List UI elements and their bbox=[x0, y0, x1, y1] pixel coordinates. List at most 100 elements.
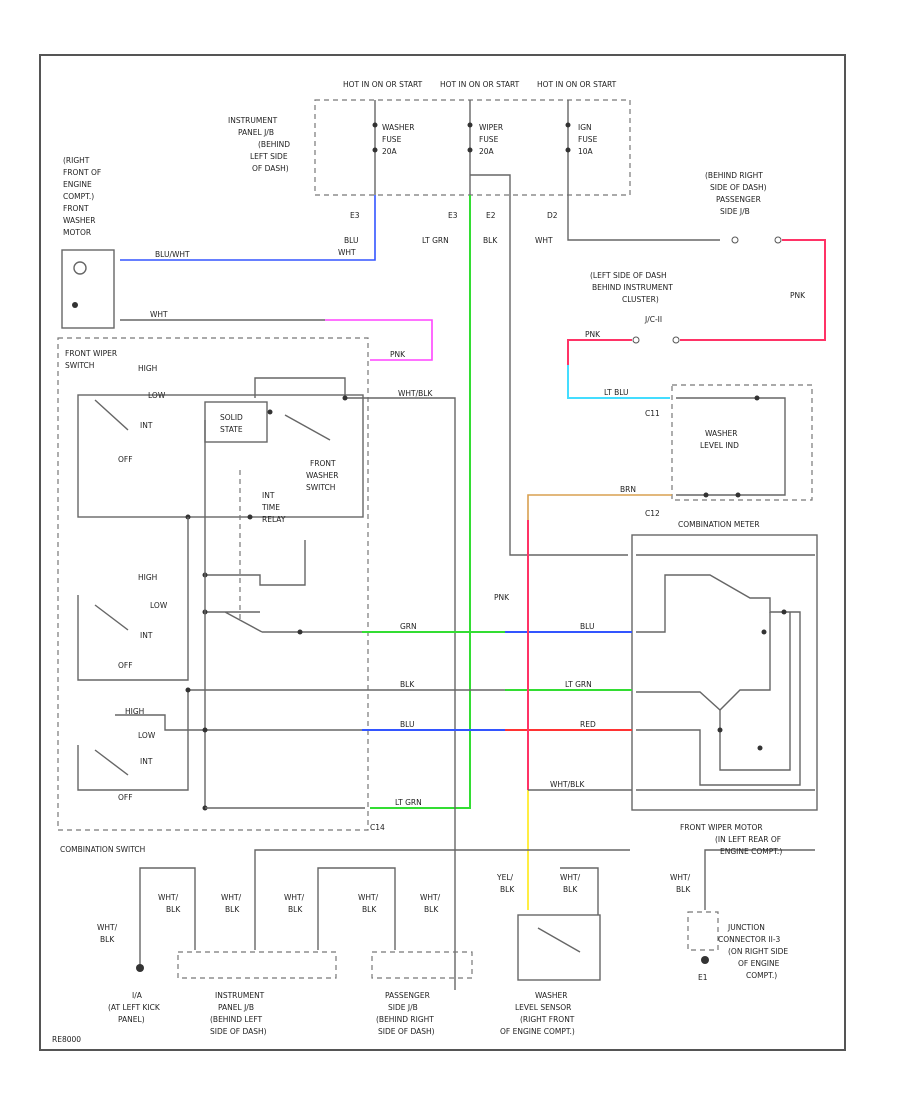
pnk-wire-3 bbox=[567, 339, 632, 365]
wls-label-3: (RIGHT FRONT bbox=[520, 1015, 575, 1024]
ip-jb-box bbox=[314, 99, 631, 196]
ip-jb-bottom-label-3: (BEHIND LEFT bbox=[210, 1015, 263, 1024]
lsd-label: (LEFT SIDE OF DASH bbox=[590, 271, 667, 280]
ip-jb-label-5: OF DASH) bbox=[252, 164, 289, 173]
pnk-label-3: PNK bbox=[585, 330, 601, 339]
wiper-fuse-label: WIPER bbox=[479, 123, 503, 132]
pnk-label-1: PNK bbox=[390, 350, 406, 359]
wb-label-8: WHT/ bbox=[670, 873, 691, 882]
ps-jb-bottom-label-3: (BEHIND RIGHT bbox=[376, 1015, 434, 1024]
grn-label: GRN bbox=[400, 622, 417, 631]
junction-connector-box bbox=[687, 911, 719, 951]
blu-wht-label: BLU/WHT bbox=[155, 250, 190, 259]
jc-label-3: (ON RIGHT SIDE bbox=[728, 947, 788, 956]
low-2: LOW bbox=[150, 601, 168, 610]
wiper-fuse-rating: 20A bbox=[479, 147, 495, 156]
blu-wht-wire bbox=[120, 195, 376, 261]
ps-jb-label-3: PASSENGER bbox=[716, 195, 761, 204]
ps-jb-bottom-box bbox=[371, 951, 473, 979]
low-1: LOW bbox=[148, 391, 166, 400]
int-relay-contact bbox=[205, 611, 362, 633]
wb-label-5: WHT/ bbox=[358, 893, 379, 902]
wb-label-3: WHT/ bbox=[221, 893, 242, 902]
solid-state-box bbox=[204, 401, 268, 443]
lt-grn-wire bbox=[370, 195, 471, 809]
ground-wire-4 bbox=[560, 867, 599, 915]
wls-label-2: LEVEL SENSOR bbox=[515, 1003, 571, 1012]
wb-label-1: WHT/ bbox=[97, 923, 118, 932]
wht-blk-label: WHT/BLK bbox=[398, 389, 433, 398]
ps-jb-pin-1 bbox=[731, 236, 739, 244]
switch-arm-3 bbox=[94, 749, 129, 776]
int-time-label-2: TIME bbox=[261, 503, 280, 512]
jc-pin-2 bbox=[672, 336, 680, 344]
lsd-label-3: CLUSTER) bbox=[622, 295, 659, 304]
wli-label-2: LEVEL IND bbox=[700, 441, 739, 450]
wb-label-6: WHT/ bbox=[420, 893, 441, 902]
yel-label-b: BLK bbox=[500, 885, 515, 894]
ps-jb-label-4: SIDE J/B bbox=[720, 207, 750, 216]
wb-label-1b: BLK bbox=[100, 935, 115, 944]
pnk-wire-1 bbox=[325, 319, 433, 361]
sw3-wire bbox=[115, 714, 362, 731]
washer-fuse-rating: 20A bbox=[382, 147, 398, 156]
yel-label: YEL/ bbox=[496, 873, 513, 882]
lt-grn-label-3: LT GRN bbox=[395, 798, 422, 807]
ip-jb-bottom-label: INSTRUMENT bbox=[215, 991, 265, 1000]
ground-point-2 bbox=[701, 956, 709, 964]
pump-name-3: MOTOR bbox=[63, 228, 91, 237]
ss-node-1 bbox=[267, 409, 273, 415]
meter-circuit-3 bbox=[636, 612, 771, 711]
wiper-motor-label: FRONT WIPER MOTOR bbox=[680, 823, 763, 832]
washer-motor-box bbox=[61, 249, 115, 329]
ground-wire-3 bbox=[317, 867, 396, 950]
washer-level-ind-box bbox=[671, 384, 813, 501]
lsd-label-2: BEHIND INSTRUMENT bbox=[592, 283, 673, 292]
ground-i-a-3: PANEL) bbox=[118, 1015, 145, 1024]
hot-label-2: HOT IN ON OR START bbox=[440, 80, 520, 89]
pump-name-2: WASHER bbox=[63, 216, 96, 225]
ps-jb-bottom-label: PASSENGER bbox=[385, 991, 430, 1000]
ip-jb-bottom-label-4: SIDE OF DASH) bbox=[210, 1027, 267, 1036]
wb-label-5b: BLK bbox=[362, 905, 377, 914]
pump-location-3: ENGINE bbox=[63, 180, 92, 189]
pnk-label-4: PNK bbox=[494, 593, 510, 602]
ground-e1: E1 bbox=[698, 973, 708, 982]
lt-blu-wire bbox=[567, 365, 670, 399]
ss-node-4 bbox=[247, 514, 253, 520]
ps-jb-label: (BEHIND RIGHT bbox=[705, 171, 763, 180]
combination-switch-label: COMBINATION SWITCH bbox=[60, 845, 145, 854]
switch-section-1 bbox=[77, 394, 364, 518]
ground-i-a: I/A bbox=[132, 991, 143, 1000]
ss-node-2 bbox=[342, 395, 348, 401]
c14-label: C14 bbox=[370, 823, 385, 832]
c11-label: C11 bbox=[645, 409, 660, 418]
c12-label: C12 bbox=[645, 509, 660, 518]
connector-e3b-label: E3 bbox=[448, 211, 458, 220]
ign-fuse-label: IGN bbox=[578, 123, 592, 132]
pump-name: FRONT bbox=[63, 204, 89, 213]
low-3: LOW bbox=[138, 731, 156, 740]
fuse-node-2 bbox=[467, 122, 473, 128]
ign-fuse-rating: 10A bbox=[578, 147, 594, 156]
sw3-node-2 bbox=[202, 727, 208, 733]
hot-label-1: HOT IN ON OR START bbox=[343, 80, 423, 89]
wli-node-2 bbox=[703, 492, 709, 498]
meter-circuit-2 bbox=[636, 574, 801, 786]
meter-node-2 bbox=[781, 609, 787, 615]
solid-state-label: SOLID bbox=[220, 413, 243, 422]
lt-blu-label: LT BLU bbox=[604, 388, 629, 397]
ip-jb-bottom-label-2: PANEL J/B bbox=[218, 1003, 254, 1012]
wb-label-2: WHT/ bbox=[158, 893, 179, 902]
meter-node-1 bbox=[761, 629, 767, 635]
jc-label: JUNCTION bbox=[727, 923, 765, 932]
wht-label: WHT bbox=[338, 248, 356, 257]
fuse-node-3 bbox=[565, 122, 571, 128]
solid-state-label-2: STATE bbox=[220, 425, 243, 434]
lt-grn-label: LT GRN bbox=[422, 236, 449, 245]
wli-node-1 bbox=[754, 395, 760, 401]
front-washer-switch-label: FRONT bbox=[310, 459, 336, 468]
wb-label-4: WHT/ bbox=[284, 893, 305, 902]
combination-meter-box bbox=[631, 534, 818, 811]
wli-label: WASHER bbox=[705, 429, 738, 438]
